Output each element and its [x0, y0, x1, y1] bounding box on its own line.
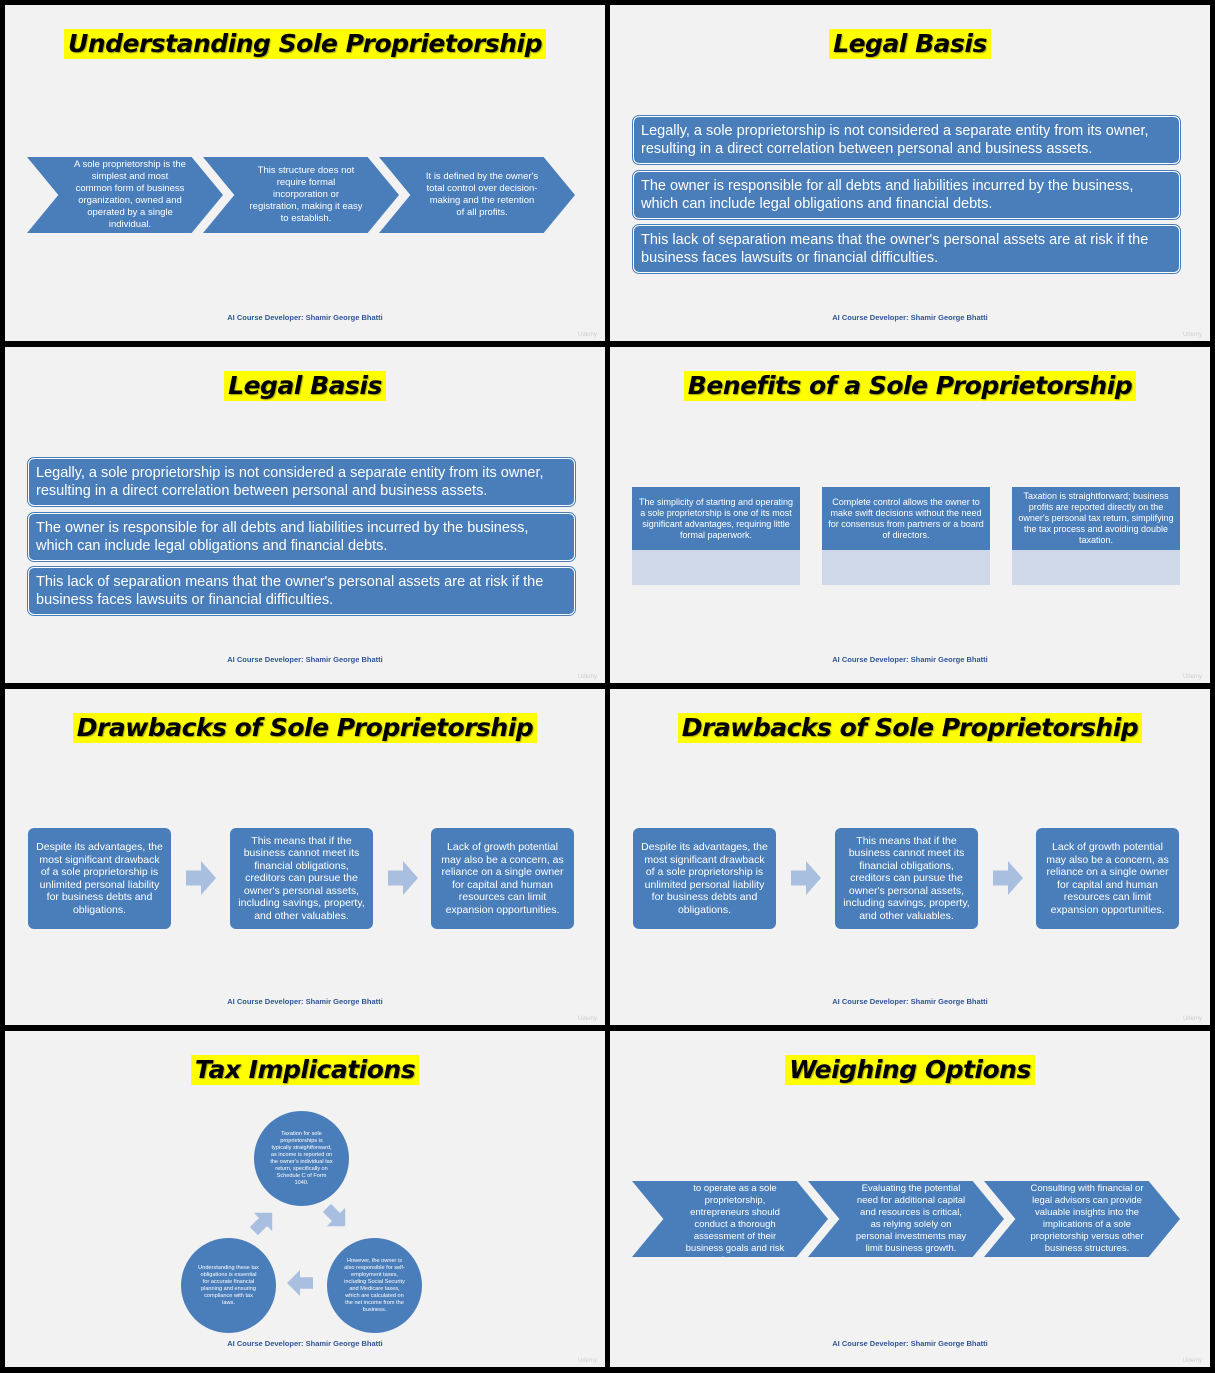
list-item: This lack of separation means that the o… — [633, 225, 1180, 273]
footer-credit: AI Course Developer: Shamir George Bhatt… — [832, 313, 988, 322]
footer-credit: AI Course Developer: Shamir George Bhatt… — [227, 1339, 383, 1348]
arrow-icon — [245, 1204, 282, 1241]
cycle-step: Taxation for sole proprietorships is typ… — [254, 1111, 349, 1206]
chevron-step: It is defined by the owner's total contr… — [379, 157, 575, 233]
footer-credit: AI Course Developer: Shamir George Bhatt… — [832, 1339, 988, 1348]
slide-title: Weighing Options — [785, 1055, 1035, 1085]
footer-credit: AI Course Developer: Shamir George Bhatt… — [832, 655, 988, 664]
arrow-right-icon — [791, 861, 821, 895]
chevron-step: Consulting with financial or legal advis… — [984, 1181, 1180, 1257]
watermark: Udemy — [1182, 1016, 1202, 1022]
process-step: Lack of growth potential may also be a c… — [431, 828, 574, 929]
slide-8[interactable]: Weighing Options When considering whethe… — [610, 1031, 1210, 1367]
chevron-step: This structure does not require formal i… — [203, 157, 399, 233]
benefit-card-footer — [632, 550, 800, 585]
slide-title: Drawbacks of Sole Proprietorship — [677, 713, 1143, 743]
benefit-card-text: Taxation is straightforward; business pr… — [1012, 487, 1180, 550]
arrow-right-icon — [993, 861, 1023, 895]
slide-7[interactable]: Tax Implications Taxation for sole propr… — [5, 1031, 605, 1367]
watermark: Udemy — [1182, 674, 1202, 680]
watermark: Udemy — [577, 332, 597, 338]
list-item: The owner is responsible for all debts a… — [28, 513, 575, 561]
slide-1[interactable]: Understanding Sole Proprietorship A sole… — [5, 5, 605, 341]
process-step: Despite its advantages, the most signifi… — [28, 828, 171, 929]
slide-2[interactable]: Legal Basis Legally, a sole proprietorsh… — [610, 5, 1210, 341]
slide-title: Drawbacks of Sole Proprietorship — [72, 713, 538, 743]
benefit-card: The simplicity of starting and operating… — [632, 487, 800, 585]
slide-title: Benefits of a Sole Proprietorship — [683, 371, 1137, 401]
footer-credit: AI Course Developer: Shamir George Bhatt… — [227, 655, 383, 664]
benefit-card-text: The simplicity of starting and operating… — [632, 487, 800, 550]
slide-title: Understanding Sole Proprietorship — [64, 29, 546, 59]
chevron-step: Evaluating the potential need for additi… — [808, 1181, 1004, 1257]
footer-credit: AI Course Developer: Shamir George Bhatt… — [227, 313, 383, 322]
benefit-card-text: Complete control allows the owner to mak… — [822, 487, 990, 550]
slide-title: Legal Basis — [829, 29, 991, 59]
slide-4[interactable]: Benefits of a Sole Proprietorship The si… — [610, 347, 1210, 683]
list-item: Legally, a sole proprietorship is not co… — [633, 116, 1180, 164]
benefit-card-footer — [1012, 550, 1180, 585]
arrow-right-icon — [186, 861, 216, 895]
list-item: The owner is responsible for all debts a… — [633, 171, 1180, 219]
watermark: Udemy — [1182, 1358, 1202, 1364]
chevron-step: A sole proprietorship is the simplest an… — [27, 157, 223, 233]
benefit-card-footer — [822, 550, 990, 585]
chevron-step: When considering whether to operate as a… — [632, 1181, 828, 1257]
process-step: This means that if the business cannot m… — [230, 828, 373, 929]
process-step: This means that if the business cannot m… — [835, 828, 978, 929]
benefit-card: Taxation is straightforward; business pr… — [1012, 487, 1180, 585]
cycle-step: Understanding these tax obligations is e… — [181, 1238, 276, 1333]
arrow-icon — [318, 1199, 355, 1236]
slide-title: Tax Implications — [190, 1055, 420, 1085]
process-step: Lack of growth potential may also be a c… — [1036, 828, 1179, 929]
watermark: Udemy — [577, 1016, 597, 1022]
slide-title: Legal Basis — [224, 371, 386, 401]
footer-credit: AI Course Developer: Shamir George Bhatt… — [832, 997, 988, 1006]
footer-credit: AI Course Developer: Shamir George Bhatt… — [227, 997, 383, 1006]
slide-3[interactable]: Legal Basis Legally, a sole proprietorsh… — [5, 347, 605, 683]
benefit-card: Complete control allows the owner to mak… — [822, 487, 990, 585]
watermark: Udemy — [577, 674, 597, 680]
arrow-icon — [287, 1270, 313, 1296]
arrow-right-icon — [388, 861, 418, 895]
list-item: This lack of separation means that the o… — [28, 567, 575, 615]
list-item: Legally, a sole proprietorship is not co… — [28, 458, 575, 506]
process-step: Despite its advantages, the most signifi… — [633, 828, 776, 929]
watermark: Udemy — [1182, 332, 1202, 338]
slide-5[interactable]: Drawbacks of Sole Proprietorship Despite… — [5, 689, 605, 1025]
cycle-step: However, the owner is also responsible f… — [327, 1238, 422, 1333]
watermark: Udemy — [577, 1358, 597, 1364]
slide-6[interactable]: Drawbacks of Sole Proprietorship Despite… — [610, 689, 1210, 1025]
